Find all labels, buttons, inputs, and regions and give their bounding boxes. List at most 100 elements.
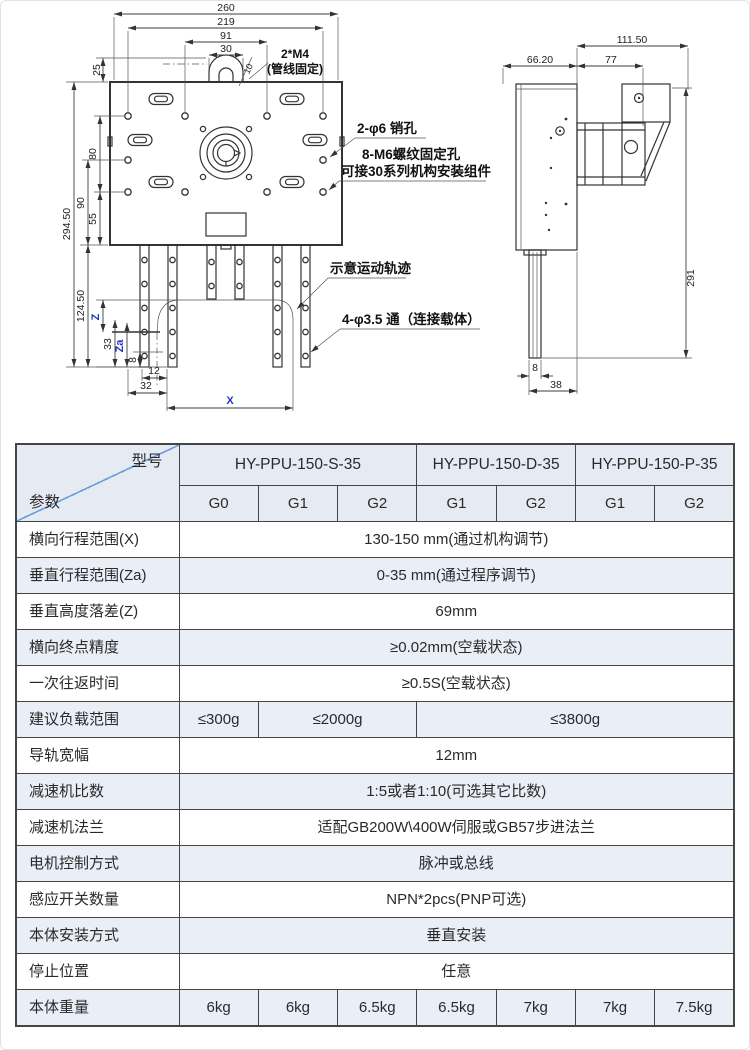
grade-col: G0 <box>178 485 259 522</box>
grade-col: G2 <box>337 485 418 522</box>
dim-55: 55 <box>87 213 99 225</box>
front-view <box>96 54 345 386</box>
row-value: 7kg <box>495 989 576 1026</box>
note-m4-line2: (管线固定) <box>267 61 323 76</box>
dim-10: 10 <box>242 62 255 75</box>
row-value: ≤3800g <box>416 701 735 738</box>
dim-30: 30 <box>220 43 232 55</box>
center-hub <box>199 125 253 181</box>
front-annotations: 2-φ6 销孔 8-M6螺纹固定孔 可接30系列机构安装组件 示意运动轨迹 4-… <box>296 120 492 353</box>
row-value: 6.5kg <box>337 989 418 1026</box>
grade-col: G2 <box>654 485 735 522</box>
dim-291: 291 <box>685 269 697 287</box>
mounting-slots <box>127 92 328 189</box>
dim-77: 77 <box>605 54 617 66</box>
dim-90: 90 <box>75 197 87 209</box>
technical-drawing: 260 219 91 30 10 2*M4 (管线固定) 25 294.50 1… <box>61 2 697 411</box>
row-value: 垂直安装 <box>178 917 735 954</box>
flange-top-block <box>621 83 671 123</box>
dim-91: 91 <box>220 30 232 42</box>
note-motion-path: 示意运动轨迹 <box>330 260 411 276</box>
row-label: 本体重量 <box>15 989 180 1026</box>
dim-294-50: 294.50 <box>61 208 73 240</box>
corner-model-label: 型号 <box>131 453 163 470</box>
dim-260: 260 <box>217 2 235 14</box>
row-value: 7kg <box>574 989 656 1026</box>
front-dimensions: 260 219 91 30 10 2*M4 (管线固定) 25 294.50 1… <box>61 2 339 411</box>
row-label: 减速机法兰 <box>15 809 180 846</box>
spec-table: 型号 参数 HY-PPU-150-S-35 HY-PPU-150-D-35 HY… <box>15 443 735 1027</box>
row-value: ≤300g <box>178 701 259 738</box>
table-row: 减速机比数 1:5或者1:10(可选其它比数) <box>15 773 735 810</box>
row-value: 6kg <box>178 989 259 1026</box>
note-m6-line1: 8-M6螺纹固定孔 <box>362 146 461 162</box>
model-name-d35: HY-PPU-150-D-35 <box>416 443 576 486</box>
dim-38: 38 <box>550 379 562 391</box>
row-value: ≤2000g <box>257 701 418 738</box>
table-row: 建议负载范围 ≤300g ≤2000g ≤3800g <box>15 701 735 738</box>
dim-66-20: 66.20 <box>527 54 553 66</box>
corner-param-label: 参数 <box>29 494 61 512</box>
table-row: 垂直高度落差(Z) 69mm <box>15 593 735 630</box>
dim-33: 33 <box>102 338 114 350</box>
fixing-holes <box>124 112 327 196</box>
row-value: 1:5或者1:10(可选其它比数) <box>178 773 735 810</box>
guide-rails <box>139 244 311 368</box>
note-pin-holes: 2-φ6 销孔 <box>357 120 417 136</box>
model-name-p35: HY-PPU-150-P-35 <box>574 443 735 486</box>
table-row: 感应开关数量 NPN*2pcs(PNP可选) <box>15 881 735 918</box>
row-label: 垂直高度落差(Z) <box>15 593 180 630</box>
note-carrier-holes: 4-φ3.5 通（连接载体） <box>342 311 481 327</box>
row-label: 减速机比数 <box>15 773 180 810</box>
row-label: 本体安装方式 <box>15 917 180 954</box>
note-m6-line2: 可接30系列机构安装组件 <box>341 163 492 179</box>
table-row: 停止位置 任意 <box>15 953 735 990</box>
model-name-s35: HY-PPU-150-S-35 <box>178 443 418 486</box>
grade-col: G2 <box>495 485 576 522</box>
row-label: 导轨宽幅 <box>15 737 180 774</box>
row-value: 69mm <box>178 593 735 630</box>
dim-za: Za <box>114 339 126 353</box>
row-label: 停止位置 <box>15 953 180 990</box>
table-row: 垂直行程范围(Za) 0-35 mm(通过程序调节) <box>15 557 735 594</box>
row-value: 6kg <box>257 989 339 1026</box>
dim-32: 32 <box>140 380 152 392</box>
row-value: NPN*2pcs(PNP可选) <box>178 881 735 918</box>
dim-8-side: 8 <box>532 362 538 374</box>
row-value: 130-150 mm(通过机构调节) <box>178 521 735 558</box>
table-row: 一次往返时间 ≥0.5S(空载状态) <box>15 665 735 702</box>
grade-col: G1 <box>257 485 339 522</box>
table-row: 导轨宽幅 12mm <box>15 737 735 774</box>
dim-80: 80 <box>87 148 99 160</box>
row-value: 0-35 mm(通过程序调节) <box>178 557 735 594</box>
row-value: ≥0.5S(空载状态) <box>178 665 735 702</box>
grade-col: G1 <box>416 485 497 522</box>
table-corner-cell: 型号 参数 <box>15 443 180 522</box>
side-rod <box>528 249 542 359</box>
side-dimensions: 111.50 66.20 77 291 8 38 <box>502 34 697 395</box>
cable-arch-inner <box>218 67 234 82</box>
dim-x: X <box>226 395 234 407</box>
dim-25: 25 <box>91 64 103 76</box>
row-value: ≥0.02mm(空载状态) <box>178 629 735 666</box>
table-row: 电机控制方式 脉冲或总线 <box>15 845 735 882</box>
row-label: 电机控制方式 <box>15 845 180 882</box>
table-row: 本体安装方式 垂直安装 <box>15 917 735 954</box>
dim-111-50: 111.50 <box>617 34 648 46</box>
row-value: 7.5kg <box>654 989 735 1026</box>
row-value: 12mm <box>178 737 735 774</box>
row-label: 一次往返时间 <box>15 665 180 702</box>
row-value: 6.5kg <box>416 989 497 1026</box>
dim-12: 12 <box>148 365 160 377</box>
row-label: 感应开关数量 <box>15 881 180 918</box>
row-label: 垂直行程范围(Za) <box>15 557 180 594</box>
row-value: 脉冲或总线 <box>178 845 735 882</box>
dim-z: Z <box>90 313 102 320</box>
row-label: 横向终点精度 <box>15 629 180 666</box>
row-label: 建议负载范围 <box>15 701 180 738</box>
dim-8: 8 <box>127 357 139 363</box>
table-row: 本体重量 6kg 6kg 6.5kg 6.5kg 7kg 7kg 7.5kg <box>15 989 735 1026</box>
label-plate <box>205 212 247 237</box>
note-m4-line1: 2*M4 <box>281 47 309 61</box>
